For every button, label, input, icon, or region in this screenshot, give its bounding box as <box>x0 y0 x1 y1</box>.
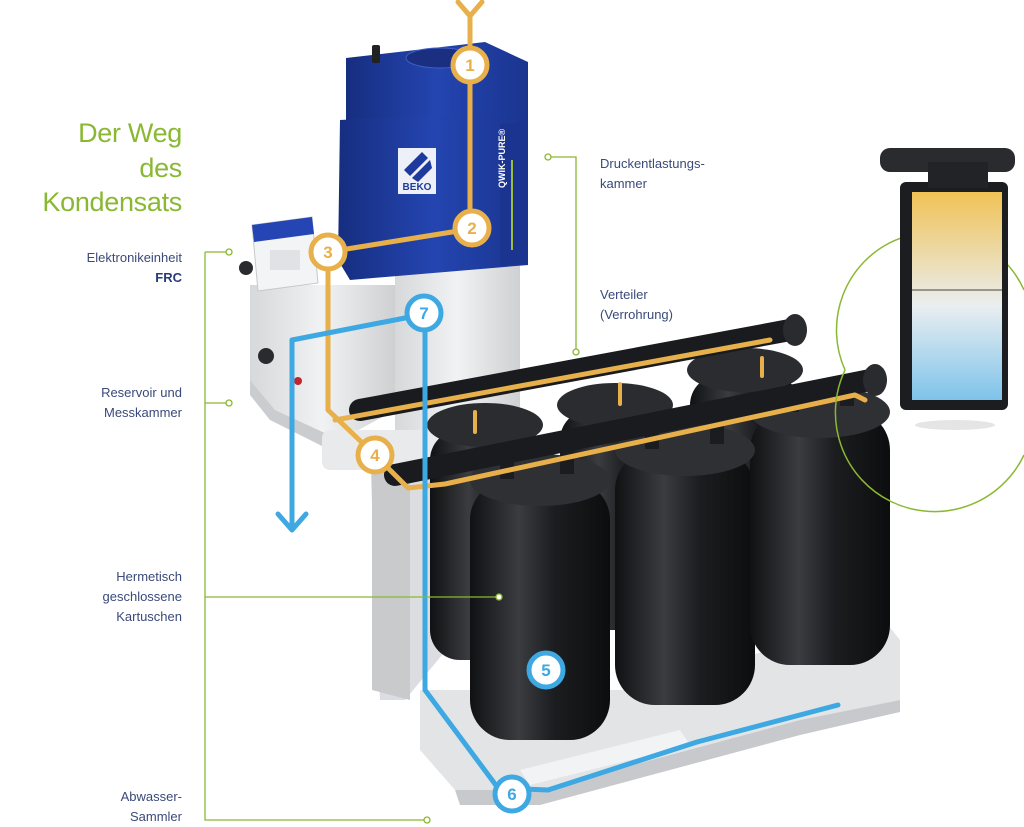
marker-6: 6 <box>492 774 532 814</box>
marker-2-label: 2 <box>467 219 476 238</box>
title-line-1: Der Weg <box>78 118 182 148</box>
marker-7: 7 <box>404 293 444 333</box>
label-kartuschen-line2: geschlossene <box>102 589 183 604</box>
model-text: QWIK-PURE® <box>497 129 507 188</box>
label-abwasser-line1: Abwasser- <box>120 789 182 804</box>
leader-lines <box>204 153 580 824</box>
label-abwasser-line2: Sammler <box>129 809 182 824</box>
label-reservoir-line1: Reservoir und <box>101 385 182 400</box>
label-reservoir-line2: Messkammer <box>103 405 182 420</box>
label-druck-line2: kammer <box>600 176 647 191</box>
label-kartuschen-line3: Kartuschen <box>116 609 182 624</box>
marker-4: 4 <box>355 435 395 475</box>
marker-7-label: 7 <box>419 304 428 323</box>
cartridge-cutaway <box>834 148 1024 513</box>
label-druckentlastungskammer: Druckentlastungs- kammer <box>600 154 760 194</box>
marker-2: 2 <box>452 208 492 248</box>
label-druck-line1: Druckentlastungs- <box>600 156 705 171</box>
label-reservoir: Reservoir und Messkammer <box>40 383 182 423</box>
label-verteiler-line2: (Verrohrung) <box>600 307 673 322</box>
marker-1-label: 1 <box>465 56 474 75</box>
marker-5-label: 5 <box>541 661 550 680</box>
marker-3-label: 3 <box>323 243 332 262</box>
manifold-piping <box>349 314 887 486</box>
label-frc: FRC <box>155 270 182 285</box>
marker-4-label: 4 <box>370 446 380 465</box>
title-line-2: des Kondensats <box>42 153 182 217</box>
label-elektronikeinheit: Elektronikeinheit FRC <box>40 248 182 288</box>
marker-5: 5 <box>526 650 566 690</box>
beko-logo <box>398 148 436 194</box>
label-verteiler: Verteiler (Verrohrung) <box>600 285 760 325</box>
label-verteiler-line1: Verteiler <box>600 287 648 302</box>
label-kartuschen: Hermetisch geschlossene Kartuschen <box>40 567 183 627</box>
marker-1: 1 <box>450 45 490 85</box>
brand-text: BEKO <box>403 182 432 193</box>
marker-3: 3 <box>308 232 348 272</box>
label-elektronikeinheit-line1: Elektronikeinheit <box>86 250 182 265</box>
sealed-cartridges <box>427 348 890 740</box>
marker-6-label: 6 <box>507 785 516 804</box>
label-kartuschen-line1: Hermetisch <box>116 569 182 584</box>
label-abwasser-sammler: Abwasser- Sammler <box>40 787 182 827</box>
